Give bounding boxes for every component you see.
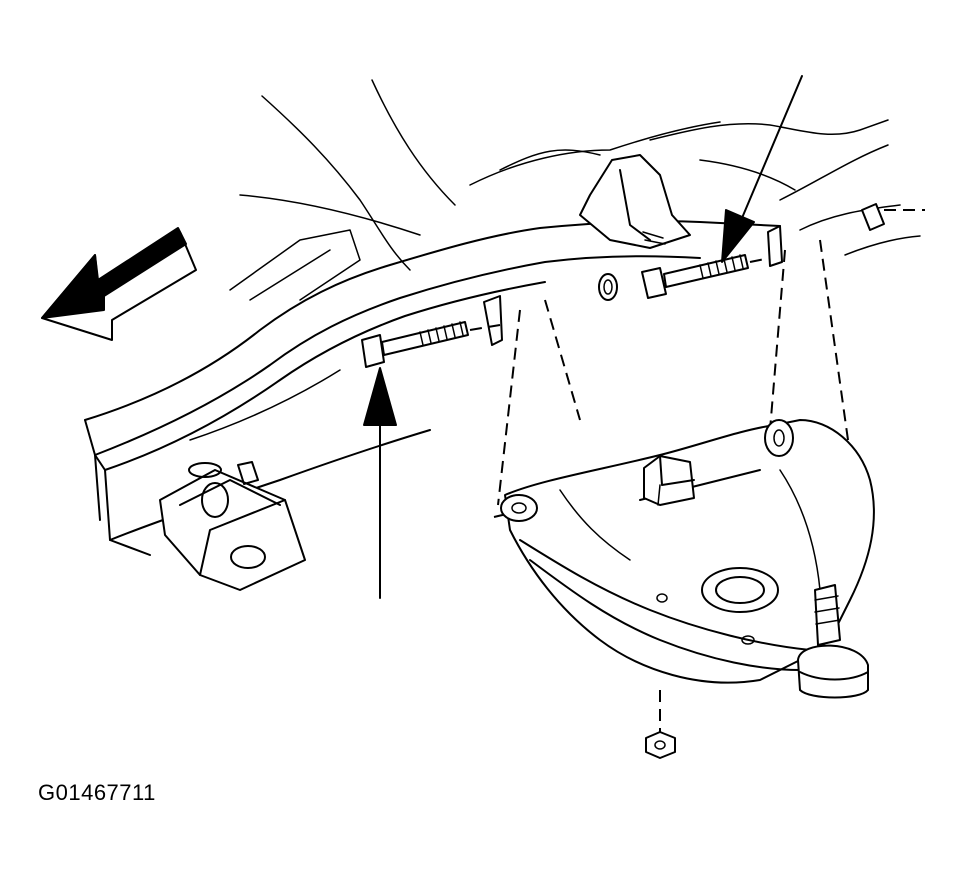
lower-control-arm bbox=[500, 419, 875, 684]
rear-bolt bbox=[641, 254, 749, 299]
callout-arrow-rear-bolt bbox=[721, 75, 803, 263]
frame-mount-bracket bbox=[159, 461, 306, 591]
crossmember-pad bbox=[579, 154, 691, 249]
frame-bolt-bosses bbox=[483, 225, 783, 346]
front-bolt bbox=[361, 321, 469, 368]
bump-stop bbox=[861, 203, 885, 231]
arm-snubber bbox=[643, 455, 695, 506]
callout-arrow-front-bolt bbox=[363, 367, 397, 599]
front-direction-arrow bbox=[41, 227, 197, 341]
lower-nut bbox=[645, 731, 676, 759]
background-body-contours bbox=[239, 79, 921, 271]
ball-joint bbox=[797, 584, 869, 699]
figure-id-label: G01467711 bbox=[38, 780, 156, 805]
